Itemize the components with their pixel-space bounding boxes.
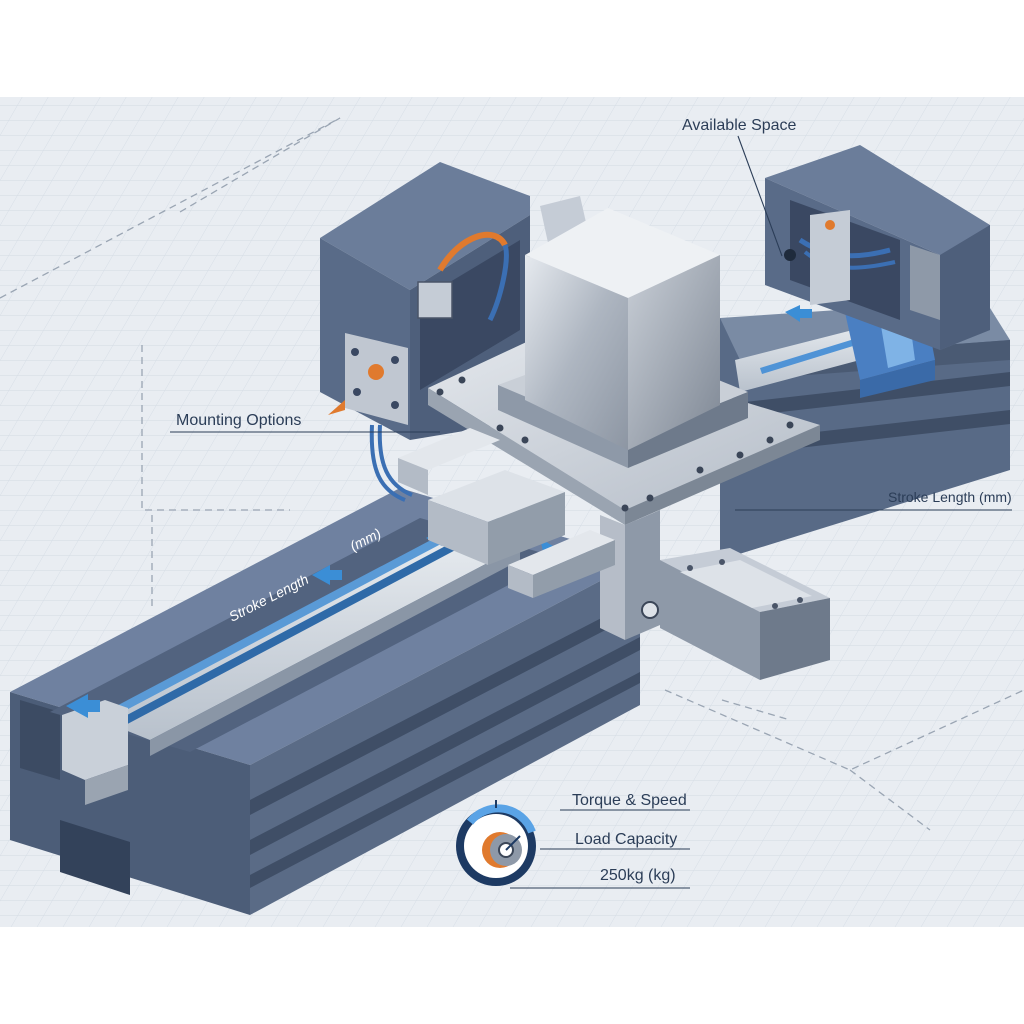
available-space-label: Available Space <box>682 117 797 134</box>
main-base-rail <box>10 488 640 915</box>
payload-cube <box>498 208 748 468</box>
orange-knob <box>368 364 384 380</box>
direction-arrow-icon <box>785 305 812 322</box>
mounting-options-label: Mounting Options <box>176 412 301 429</box>
right-motor-housing <box>765 145 990 350</box>
gauge-icon <box>456 800 536 886</box>
torque-speed-label: Torque & Speed <box>572 792 687 809</box>
stroke-length-right-label: Stroke Length (mm) <box>888 489 1012 505</box>
dashed-guides <box>0 117 1024 831</box>
gear-icon <box>482 832 522 868</box>
carriage-block <box>398 428 615 598</box>
post-bolt-icon <box>641 601 659 619</box>
load-value-label: 250kg (kg) <box>600 867 676 884</box>
lower-cross-carriage <box>660 548 830 680</box>
load-capacity-label: Load Capacity <box>575 831 677 848</box>
callout-leaders <box>170 135 1012 889</box>
